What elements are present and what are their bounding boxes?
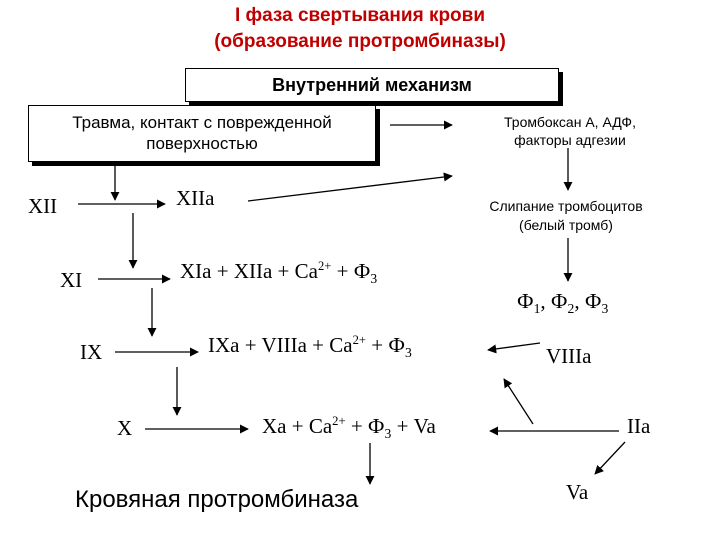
platelet-adhesion-text: Слипание тромбоцитов (белый тромб): [460, 197, 672, 235]
platelet-factors: Ф1, Ф2, Ф3: [517, 289, 609, 317]
thromboxane-line-2: факторы адгезии: [514, 132, 626, 148]
internal-mechanism-box: Внутренний механизм: [185, 68, 559, 102]
factor-x-complex: Xa + Ca2+ + Ф3 + Va: [262, 414, 436, 442]
arrow-viiia-complex: [487, 342, 541, 354]
arrow-iia-va: [594, 441, 626, 475]
thromboxane-line-1: Тромбоксан А, АДФ,: [504, 114, 636, 130]
trauma-box: Травма, контакт с поврежденной поверхнос…: [28, 105, 376, 162]
factor-ix: IX: [80, 340, 103, 364]
adhesion-line-2: (белый тромб): [519, 217, 613, 233]
arrow-iia-viiia: [503, 378, 534, 425]
internal-mechanism-label: Внутренний механизм: [272, 75, 472, 95]
arrow-xiia-adhesion: [247, 172, 453, 202]
blood-prothrombinase: Кровяная протромбиназа: [75, 486, 359, 513]
title-line-2: (образование протромбиназы): [214, 31, 506, 52]
factor-va: Va: [566, 480, 589, 504]
title-line-1: I фаза свертывания крови: [234, 5, 486, 26]
factor-ix-complex: IXa + VIIIa + Ca2+ + Ф3: [208, 333, 412, 361]
factor-x: X: [117, 416, 133, 440]
factor-xi-complex: XIa + XIIa + Ca2+ + Ф3: [180, 259, 378, 287]
factor-iia: IIa: [627, 414, 651, 438]
trauma-label: Травма, контакт с поврежденной поверхнос…: [72, 113, 332, 153]
factor-xiia: XIIa: [176, 186, 215, 210]
factor-xii: XII: [28, 194, 58, 218]
factor-xi: XI: [60, 268, 83, 292]
thromboxane-text: Тромбоксан А, АДФ, факторы адгезии: [470, 113, 670, 149]
factor-viiia: VIIIa: [546, 344, 592, 368]
adhesion-line-1: Слипание тромбоцитов: [489, 198, 643, 214]
